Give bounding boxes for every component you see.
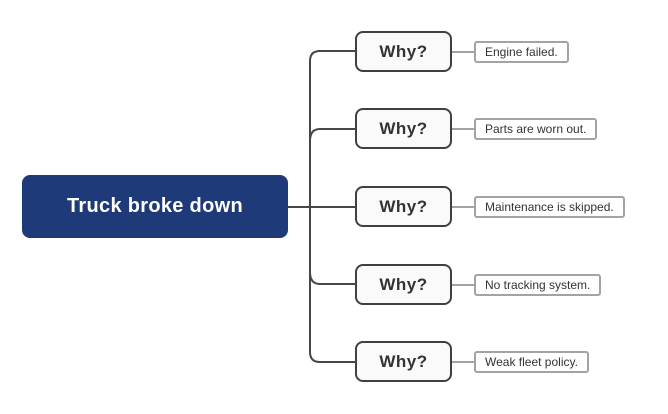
answer-node-3[interactable]: Maintenance is skipped. [474, 196, 625, 218]
branch-to-why1 [309, 50, 355, 62]
answer-node-1[interactable]: Engine failed. [474, 41, 569, 63]
why-node-3[interactable]: Why? [355, 186, 452, 227]
branch-to-why5 [309, 351, 355, 363]
root-cause-node[interactable]: Truck broke down [22, 175, 288, 238]
branch-to-why2 [309, 128, 355, 142]
branch-to-why4 [309, 271, 355, 285]
why-node-4[interactable]: Why? [355, 264, 452, 305]
why-node-1[interactable]: Why? [355, 31, 452, 72]
answer-node-2[interactable]: Parts are worn out. [474, 118, 598, 140]
why-node-5[interactable]: Why? [355, 341, 452, 382]
answer-node-4[interactable]: No tracking system. [474, 274, 602, 296]
why-node-2[interactable]: Why? [355, 108, 452, 149]
answer-node-5[interactable]: Weak fleet policy. [474, 351, 589, 373]
